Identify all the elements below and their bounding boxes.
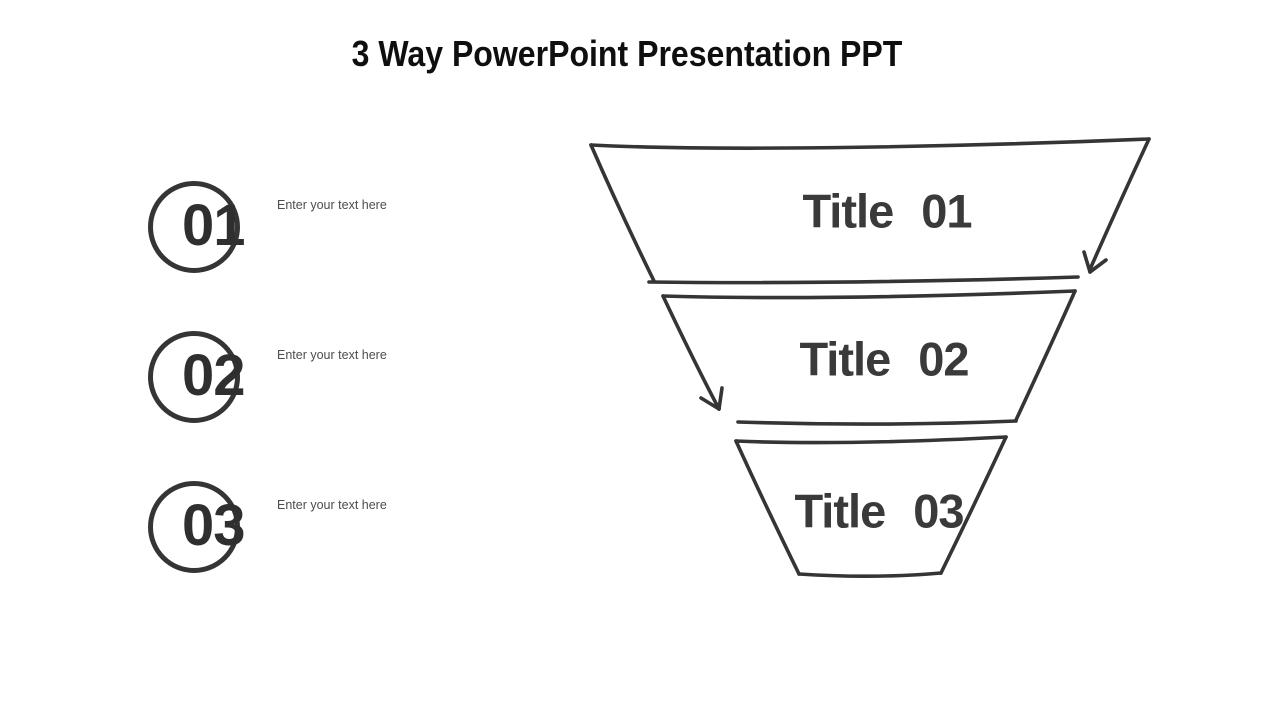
number-label-2: 02 [182,342,246,408]
arrow-down-left-icon [1082,137,1151,274]
step-item-1: 01 Enter your text here [148,181,568,273]
funnel-segment-3-shape[interactable] [734,435,1008,578]
number-label-3: 03 [182,492,246,558]
funnel-segment-1-label[interactable]: Title 01 [802,184,972,238]
funnel-segment-2-label[interactable]: Title 02 [799,332,969,386]
funnel-segment-2-shape[interactable] [661,289,1077,426]
funnel-segment-1-shape[interactable] [589,137,1151,285]
step-item-3: 03 Enter your text here [148,481,568,573]
funnel-segment-3-label[interactable]: Title 03 [794,484,964,538]
arrow-down-right-icon [661,294,724,411]
slide-title[interactable]: 3 Way PowerPoint Presentation PPT [351,33,903,74]
number-label-1: 01 [182,192,246,258]
number-circle-3[interactable]: 03 [148,481,246,573]
text-placeholder-1[interactable]: Enter your text here [277,198,387,212]
number-circle-1[interactable]: 01 [148,181,246,273]
number-circle-2[interactable]: 02 [148,331,246,423]
text-placeholder-3[interactable]: Enter your text here [277,498,387,512]
step-item-2: 02 Enter your text here [148,331,568,423]
text-placeholder-2[interactable]: Enter your text here [277,348,387,362]
